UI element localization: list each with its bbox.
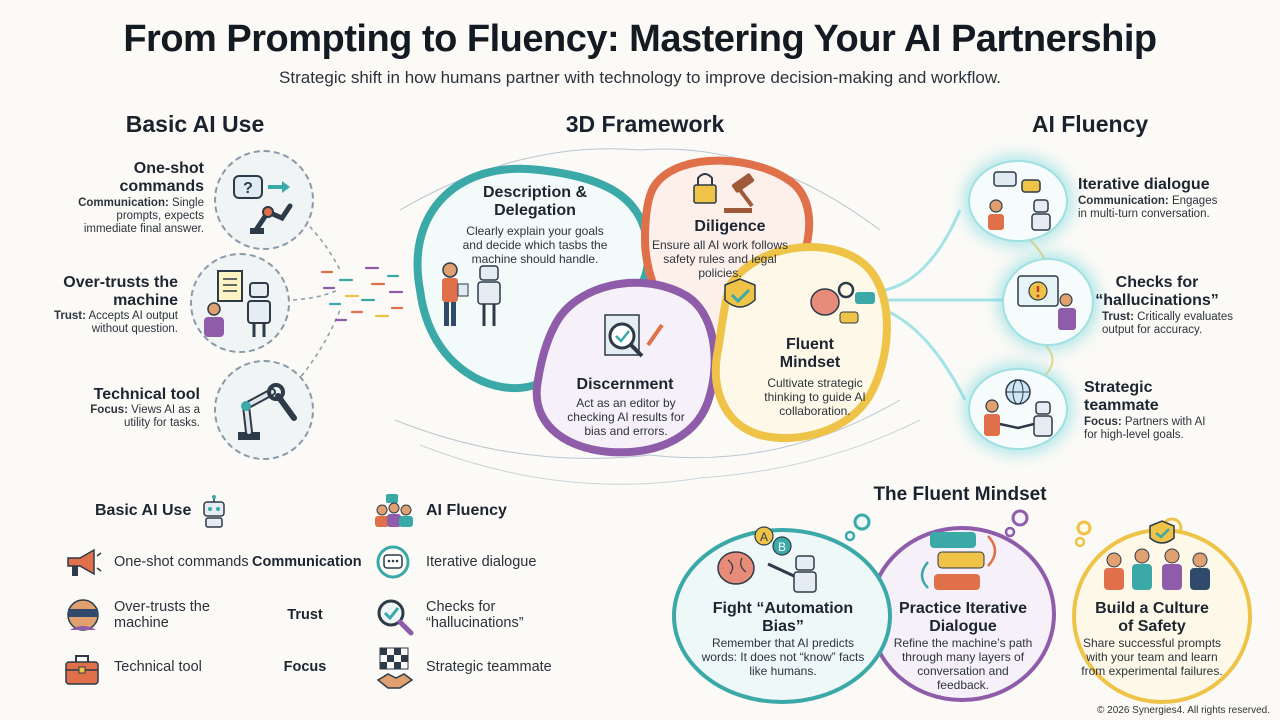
team-shield-icon <box>1104 520 1210 590</box>
robot-icon <box>203 495 225 528</box>
legend-row2-mid: Trust <box>287 607 323 623</box>
globe-handshake-icon <box>984 379 1053 437</box>
legend-row3-right: Strategic teammate <box>426 659 552 675</box>
robot-arm-wrench-icon <box>238 383 297 440</box>
technical-tool-title: Technical tool <box>93 386 200 403</box>
automation-bias-desc: Remember that AI predicts words: It does… <box>701 636 865 678</box>
strategic-teammate-circle <box>968 368 1068 450</box>
ai-fluency-heading: AI Fluency <box>1031 111 1149 137</box>
legend-row1-right: Iterative dialogue <box>426 554 537 570</box>
iterative-dialogue-practice-title: Practice Iterative Dialogue <box>898 600 1028 635</box>
fluent-mindset-heading: The Fluent Mindset <box>873 484 1047 505</box>
iterative-dialogue-title: Iterative dialogue <box>1078 176 1210 193</box>
legend-fluency-heading: AI Fluency <box>426 502 507 519</box>
thought-bubbles: A B <box>672 509 1252 704</box>
legend-basic-heading: Basic AI Use <box>95 502 192 519</box>
strategic-teammate-desc: Focus: Partners with AI for high-level g… <box>1084 416 1206 441</box>
over-trusts-desc: Trust: Accepts AI output without questio… <box>53 310 178 335</box>
page-subtitle: Strategic shift in how humans partner wi… <box>279 68 1001 87</box>
over-trusts-circle <box>190 253 290 353</box>
hallucinations-title: Checks for “hallucinations” <box>1095 274 1219 309</box>
basic-ai-use-heading: Basic AI Use <box>125 111 265 137</box>
brain-robot-icon: A B <box>717 526 817 593</box>
svg-text:B: B <box>778 540 786 554</box>
magnifier-document-icon <box>604 314 664 358</box>
hallucinations-circle <box>1002 258 1094 346</box>
dialogue-icon <box>988 171 1051 231</box>
iterative-dialogue-practice-desc: Refine the machine’s path through many l… <box>893 636 1033 692</box>
legend-row2-left: Over-trusts the machine <box>114 599 210 631</box>
chess-handshake-icon <box>376 647 414 689</box>
automation-bias-title: Fight “Automation Bias” <box>712 600 854 635</box>
lock-gavel-icon <box>693 173 755 213</box>
svg-text:A: A <box>760 530 768 544</box>
diligence-desc: Ensure all AI work follows safety rules … <box>651 238 789 280</box>
svg-text:?: ? <box>243 180 253 197</box>
team-icon <box>375 494 413 527</box>
megaphone-icon <box>67 548 102 576</box>
magnifier-check-icon <box>377 599 414 636</box>
discernment-title: Discernment <box>576 376 674 393</box>
over-trusts-title: Over-trusts the machine <box>63 274 178 309</box>
legend-row3-mid: Focus <box>283 659 327 675</box>
copyright-footer: © 2026 Synergies4. All rights reserved. <box>1096 705 1270 716</box>
description-blob <box>413 164 653 393</box>
discernment-desc: Act as an editor by checking AI results … <box>567 396 685 438</box>
fluent-mindset-blob <box>711 243 891 442</box>
blindfold-head-icon <box>67 599 99 631</box>
description-title: Description & Delegation <box>482 184 587 219</box>
culture-of-safety-title: Build a Culture of Safety <box>1095 600 1209 635</box>
chat-bubbles-icon <box>920 532 997 590</box>
legend-row3-left: Technical tool <box>114 659 202 675</box>
chat-cycle-icon <box>376 545 410 579</box>
technical-tool-circle <box>214 360 314 460</box>
hallucinations-desc: Trust: Critically evaluates output for a… <box>1102 311 1234 336</box>
brain-gear-icon <box>810 281 875 324</box>
one-shot-commands-desc: Communication: Single prompts, expects i… <box>78 197 204 235</box>
iterative-dialogue-desc: Communication: Engages in multi-turn con… <box>1078 195 1218 220</box>
description-desc: Clearly explain your goals and decide wh… <box>462 224 608 266</box>
framework-heading: 3D Framework <box>565 111 725 137</box>
one-shot-commands-circle: ? <box>214 150 314 250</box>
one-shot-commands-title: One-shot commands <box>119 160 204 195</box>
legend-row2-right: Checks for “hallucinations” <box>426 599 524 631</box>
shield-check-icon <box>724 278 756 308</box>
culture-of-safety-desc: Share successful prompts with your team … <box>1081 636 1223 678</box>
toolbox-icon <box>65 655 99 685</box>
document-robot-person-icon <box>204 270 271 337</box>
fluent-mindset-title: Fluent Mindset <box>779 336 841 371</box>
iterative-dialogue-circle <box>968 160 1068 242</box>
alert-screen-icon <box>1017 275 1076 330</box>
legend-row1-left: One-shot commands <box>114 554 249 570</box>
question-robot-arm-icon: ? <box>233 175 293 234</box>
person-robot-icon <box>442 262 501 326</box>
strategic-teammate-title: Strategic teammate <box>1084 379 1159 414</box>
fluent-mindset-desc: Cultivate strategic thinking to guide AI… <box>764 376 866 418</box>
framework-blobs <box>413 156 891 457</box>
discernment-blob <box>532 278 719 457</box>
page-title: From Prompting to Fluency: Mastering You… <box>123 18 1157 60</box>
legend-row1-mid: Communication <box>252 554 362 570</box>
diligence-title: Diligence <box>694 218 766 235</box>
technical-tool-desc: Focus: Views AI as a utility for tasks. <box>90 404 200 429</box>
